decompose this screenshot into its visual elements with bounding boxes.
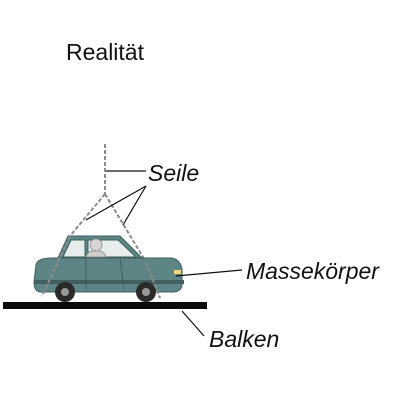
label-beam: Balken [209,326,280,352]
chain-front [41,235,161,299]
annotation-lines [85,170,243,337]
page-title: Realität [66,39,144,65]
label-mass: Massekörper [246,258,379,284]
driver-icon [85,238,107,258]
beam [3,302,207,309]
car-icon [33,235,184,302]
label-ropes: Seile [148,160,200,186]
